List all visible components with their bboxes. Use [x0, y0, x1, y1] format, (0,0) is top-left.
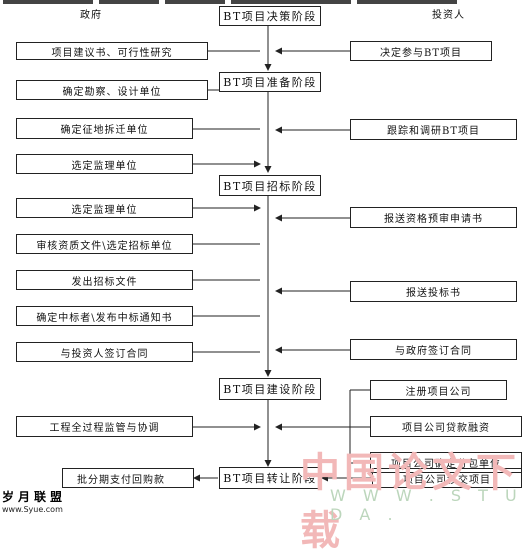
- inv-step-prequalification: 报送资格预审申请书: [350, 207, 517, 228]
- cropped-top-text: [0, 0, 530, 6]
- stage-preparation: BT项目准备阶段: [219, 72, 321, 92]
- stage-decision: BT项目决策阶段: [219, 6, 321, 26]
- inv-step-handover: 项目公司移交项目: [372, 468, 522, 488]
- gov-step-feasibility: 项目建议书、可行性研究: [16, 42, 208, 60]
- gov-step-supervisor-2: 选定监理单位: [16, 198, 193, 218]
- inv-step-register-company: 注册项目公司: [370, 380, 507, 400]
- watermark-logo-url: www.Syue.com: [2, 505, 63, 514]
- inv-step-sign-contract: 与政府签订合同: [350, 339, 517, 360]
- inv-step-decide: 决定参与BT项目: [350, 41, 492, 61]
- watermark-logo: 岁月联盟: [2, 490, 67, 504]
- investor-header: 投资人: [432, 10, 465, 21]
- stage-construction: BT项目建设阶段: [219, 378, 321, 400]
- gov-step-qualification: 审核资质文件\选定招标单位: [16, 234, 193, 254]
- flow-connectors: [193, 26, 372, 482]
- inv-step-subcontractors: 项目公司确定分包单位: [370, 452, 522, 473]
- gov-step-sign-contract: 与投资人签订合同: [16, 342, 193, 362]
- inv-step-submit-bid: 报送投标书: [350, 281, 517, 302]
- gov-step-supervisor-1: 选定监理单位: [16, 154, 193, 174]
- gov-step-land-acquisition: 确定征地拆迁单位: [16, 118, 193, 139]
- gov-step-award: 确定中标者\发布中标通知书: [16, 306, 193, 326]
- gov-step-issue-tender: 发出招标文件: [16, 270, 193, 290]
- inv-step-financing: 项目公司贷款融资: [370, 416, 522, 437]
- stage-bidding: BT项目招标阶段: [219, 175, 321, 196]
- government-header: 政府: [80, 10, 102, 21]
- watermark-site-url: W W W . S T U D A .: [330, 486, 523, 524]
- gov-step-buyback-payment: 批分期支付回购款: [62, 468, 194, 488]
- gov-step-survey-design: 确定勘察、设计单位: [16, 80, 208, 100]
- gov-step-supervision: 工程全过程监管与协调: [16, 416, 193, 437]
- inv-step-research: 跟踪和调研BT项目: [350, 119, 517, 140]
- stage-transfer: BT项目转让阶段: [219, 467, 321, 489]
